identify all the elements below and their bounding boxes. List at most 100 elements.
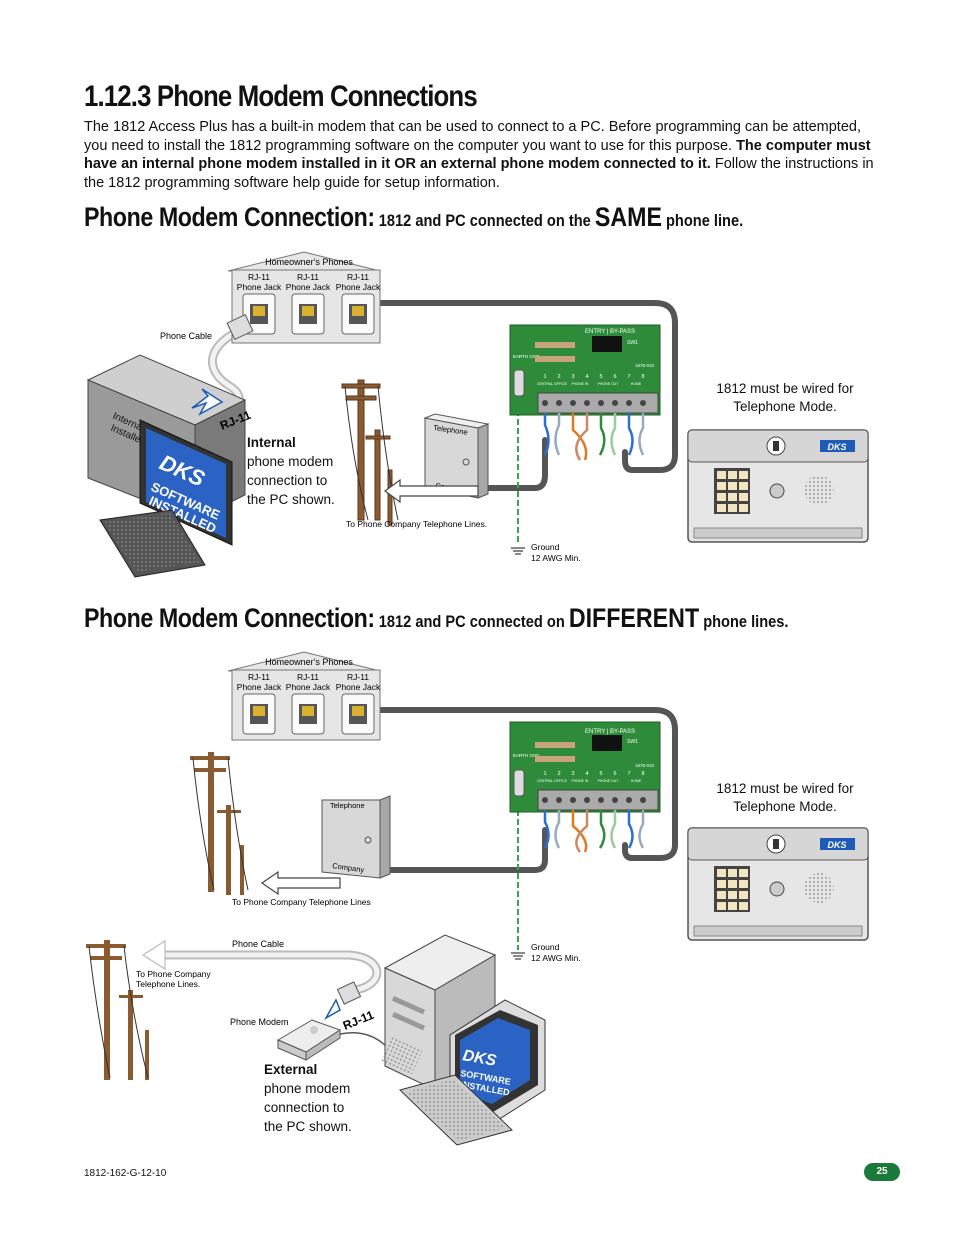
terminal-group: PHONE IN — [572, 779, 589, 783]
terminal-number: 3 — [571, 374, 574, 380]
phone-jack: RJ-11 Phone Jack — [237, 272, 282, 335]
section-mid: 1812 and PC connected on — [374, 612, 569, 631]
intro-text-2: Follow the instructions in the 1812 prog… — [84, 156, 874, 191]
terminal-group: HOME — [631, 779, 642, 783]
phone-jack: RJ-11 Phone Jack — [286, 272, 331, 335]
jack-type: RJ-11 — [297, 672, 319, 682]
wired-note-line-1: 1812 must be wired for — [716, 781, 854, 796]
rj11-plug-top — [226, 313, 254, 341]
wired-note-1: 1812 must be wired for Telephone Mode. — [700, 380, 870, 416]
section-emph: DIFFERENT — [568, 603, 700, 633]
ground-symbol — [511, 952, 525, 960]
intro-bold: The computer must have an internal phone… — [84, 137, 871, 173]
jack-label: Phone Jack — [237, 682, 282, 692]
board-earth: EARTH GND — [513, 753, 540, 758]
terminal-group: PHONE OUT — [598, 382, 620, 386]
external-text-3: the PC shown. — [264, 1119, 352, 1134]
terminal-number: 8 — [641, 374, 644, 380]
to-phone-company-label: To Phone Company Telephone Lines. — [346, 519, 487, 529]
arrow-to-cpu — [191, 388, 224, 416]
phone-cable-label: Phone Cable — [232, 939, 284, 949]
section-heading-same: Phone Modem Connection: 1812 and PC conn… — [84, 202, 743, 233]
internal-caption: Internal phone modem connection to the P… — [247, 433, 335, 509]
section-heading-different: Phone Modem Connection: 1812 and PC conn… — [84, 603, 788, 634]
terminal-number: 4 — [585, 374, 588, 380]
jack-label: Phone Jack — [286, 682, 331, 692]
telephone-box: Telephone Company — [321, 795, 391, 879]
internal-bold: Internal — [247, 435, 296, 450]
document-code: 1812-162-G-12-10 — [84, 1168, 167, 1179]
terminal-number: 6 — [613, 771, 616, 777]
computer-external: DKS SOFTWARE INSTALLED — [379, 934, 546, 1146]
terminal-number: 7 — [627, 771, 630, 777]
terminal-group: CENTRAL OFFICE — [537, 779, 568, 783]
phone-jack: RJ-11 Phone Jack — [286, 672, 331, 735]
page-title: 1.12.3 Phone Modem Connections — [84, 80, 478, 113]
house-1: Homeowner's Phones RJ-11 Phone Jack RJ-1… — [227, 251, 381, 344]
circuit-board: ENTRY | BY-PASS SW1 EARTH GND 1875-010 1… — [509, 721, 661, 813]
board-title: ENTRY | BY-PASS — [585, 729, 635, 735]
jack-type: RJ-11 — [297, 272, 319, 282]
external-text-1: phone modem — [264, 1081, 351, 1096]
terminal-number: 3 — [571, 771, 574, 777]
dks-logo: DKS — [827, 442, 846, 452]
terminal-number: 1 — [543, 374, 546, 380]
to-phone-company-2b: Telephone Lines. — [136, 979, 200, 989]
terminal-group: HOME — [631, 382, 642, 386]
modem-cable — [339, 1032, 391, 1051]
terminal-group: CENTRAL OFFICE — [537, 382, 568, 386]
dks-logo: DKS — [461, 1047, 498, 1070]
company-label: Company — [332, 861, 365, 874]
house-label: Homeowner's Phones — [265, 657, 353, 667]
board-sw: SW1 — [627, 739, 638, 745]
phone-cable-2 — [145, 950, 382, 995]
wired-note-line-2: Telephone Mode. — [733, 799, 837, 814]
phone-jack: RJ-11 Phone Jack — [237, 672, 282, 735]
external-bold: External — [264, 1062, 318, 1077]
arrow-to-phone-company — [260, 870, 341, 896]
wired-note-line-2: Telephone Mode. — [733, 399, 837, 414]
terminal-wires — [543, 413, 645, 461]
dks-logo: DKS — [827, 840, 846, 850]
arrow-to-telephone-lines-2 — [141, 939, 166, 971]
ground-label-1: Ground — [531, 942, 560, 952]
arrow-to-phone-company — [383, 478, 479, 504]
wired-note-2: 1812 must be wired for Telephone Mode. — [700, 780, 870, 816]
jack-type: RJ-11 — [347, 672, 369, 682]
ground-symbol — [511, 547, 525, 555]
board-sw: SW1 — [627, 340, 638, 346]
jack-label: Phone Jack — [286, 282, 331, 292]
phone-jack: RJ-11 Phone Jack — [336, 672, 381, 735]
house-2: Homeowner's Phones RJ-11 Phone Jack RJ-1… — [227, 651, 381, 741]
page-number-badge: 25 — [864, 1163, 900, 1181]
section-tail: phone lines. — [699, 612, 789, 631]
house-label: Homeowner's Phones — [265, 257, 353, 267]
external-text-2: connection to — [264, 1100, 345, 1115]
phone-line-cable-1 — [377, 300, 678, 491]
section-tail: phone line. — [661, 211, 744, 230]
section-emph: SAME — [594, 202, 662, 232]
intro-text-1: The 1812 Access Plus has a built-in mode… — [84, 119, 861, 154]
ground-label-1: Ground — [531, 542, 560, 552]
rj11-plug — [324, 981, 362, 1020]
jack-label: Phone Jack — [336, 682, 381, 692]
internal-text-1: phone modem — [247, 454, 334, 469]
external-modem — [276, 1019, 342, 1061]
phone-cable-label: Phone Cable — [160, 331, 212, 341]
internal-text-3: the PC shown. — [247, 492, 335, 507]
ground-label-2: 12 AWG Min. — [531, 553, 581, 563]
utility-pole — [341, 379, 399, 526]
terminal-number: 7 — [627, 374, 630, 380]
utility-pole — [86, 940, 149, 1080]
jack-label: Phone Jack — [237, 282, 282, 292]
board-part: 1875-010 — [635, 763, 655, 768]
computer-internal: Internal Modem Installed in CPU DKS SOFT… — [86, 354, 247, 578]
terminal-group: PHONE OUT — [598, 779, 620, 783]
internal-text-2: connection to — [247, 473, 328, 488]
telephone-label: Telephone — [330, 801, 365, 810]
section-lead: Phone Modem Connection: — [84, 603, 375, 633]
terminal-number: 2 — [557, 374, 560, 380]
terminal-number: 5 — [599, 374, 602, 380]
